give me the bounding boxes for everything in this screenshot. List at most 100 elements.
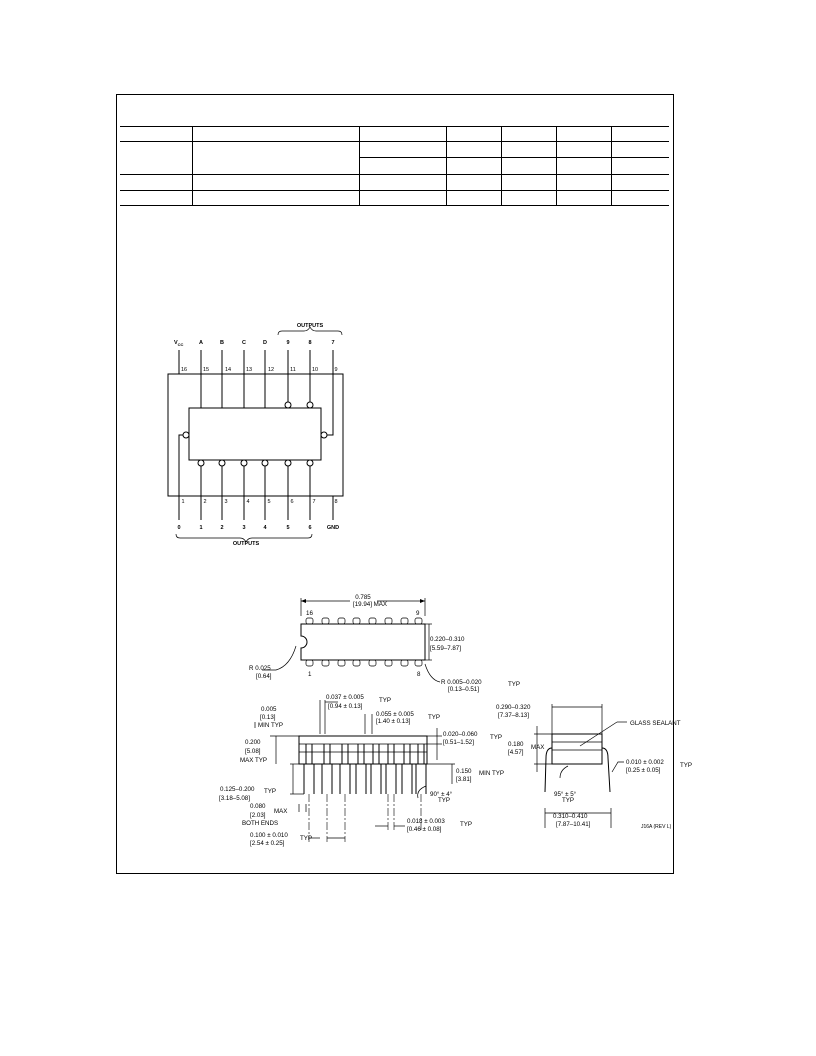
signal-label: A	[199, 340, 203, 346]
signal-label: 2	[220, 525, 223, 531]
dim-lead-width: 0.037 ± 0.005	[326, 694, 364, 701]
inversion-bubble	[240, 459, 248, 467]
spec-table	[120, 125, 669, 207]
dim-angle: 90° ± 4°	[430, 791, 453, 798]
glass-sealant-label: GLASS SEALANT	[630, 720, 681, 727]
inversion-bubble	[197, 459, 205, 467]
decoder-block	[188, 407, 322, 461]
dim-corner-r: R 0.005–0.020	[441, 679, 482, 686]
dim-end-length-note: BOTH ENDS	[242, 820, 278, 827]
table-row	[120, 141, 669, 176]
dim-lead-length: 0.125–0.200	[220, 786, 255, 793]
package-body	[300, 623, 426, 661]
pin-number: 5	[267, 499, 270, 505]
inversion-bubble	[261, 459, 269, 467]
inversion-bubble	[284, 401, 292, 409]
dim-shoulder: 0.055 ± 0.005	[376, 711, 414, 718]
pin-number: 7	[312, 499, 315, 505]
table-cell	[610, 189, 669, 207]
dim-seal: 0.020–0.060	[443, 731, 478, 738]
signal-label: 0	[177, 525, 180, 531]
inversion-bubble	[218, 459, 226, 467]
gnd-label: GND	[327, 525, 339, 531]
pin-number: 14	[225, 367, 231, 373]
pin-9-label: 9	[416, 610, 420, 617]
inversion-bubble	[306, 459, 314, 467]
outputs-label-bottom: OUTPUTS	[233, 541, 260, 547]
dim-end-angle-typ: TYP	[562, 797, 574, 804]
dim-length: 0.785	[355, 594, 371, 601]
drawing-id: J16A (REV L)	[641, 824, 672, 830]
outputs-brace-bottom	[175, 533, 313, 543]
datasheet-frame	[116, 94, 674, 874]
dim-seating-note: MIN TYP	[479, 770, 504, 777]
table-row	[120, 174, 669, 191]
dim-span: 0.310–0.410	[553, 813, 588, 820]
dim-corner-r-typ: TYP	[508, 681, 520, 688]
table-cell	[445, 189, 501, 207]
dim-shoulder-mm: [1.40 ± 0.13]	[376, 718, 411, 725]
table-cell	[191, 141, 359, 176]
dim-end-length-mm: [2.03]	[250, 812, 266, 819]
dim-seating: 0.150	[456, 768, 472, 775]
dim-shoulder-typ: TYP	[428, 714, 440, 721]
pin-number: 9	[334, 367, 337, 373]
signal-label: 7	[331, 340, 334, 346]
dim-end-height: 0.180	[508, 741, 524, 748]
dim-corner-r-mm: [0.13–0.51]	[448, 686, 479, 693]
dim-body-height-mm: [5.08]	[245, 748, 261, 755]
end-body	[551, 733, 603, 765]
dim-lead-width-typ: TYP	[379, 697, 391, 704]
pin-number: 10	[312, 367, 318, 373]
dim-notch-r-mm: [0.64]	[256, 673, 272, 680]
table-cell	[500, 125, 556, 143]
signal-label: 3	[242, 525, 245, 531]
dim-lead-thk-mm: [0.25 ± 0.05]	[626, 767, 661, 774]
table-cell	[500, 189, 556, 207]
table-cell	[120, 189, 192, 207]
dim-body-height: 0.200	[245, 739, 261, 746]
pin-1-label: 1	[308, 671, 312, 678]
vcc-label: VCC	[174, 340, 184, 347]
pin-number: 15	[203, 367, 209, 373]
dim-end-height-max: MAX	[531, 744, 544, 751]
table-cell	[555, 189, 611, 207]
table-cell	[358, 141, 446, 176]
pin-number: 1	[181, 499, 184, 505]
inversion-bubble	[284, 459, 292, 467]
signal-label: 4	[263, 525, 267, 531]
dim-end-gap-note: MIN TYP	[258, 722, 283, 729]
table-cell	[358, 189, 446, 207]
side-body	[298, 735, 428, 765]
dim-end-length: 0.080	[250, 803, 266, 810]
dim-lead-length-typ: TYP	[264, 788, 276, 795]
pin-number: 8	[334, 499, 337, 505]
dim-seal-mm: [0.51–1.52]	[443, 739, 474, 746]
signal-label: 8	[308, 340, 311, 346]
dip-package-outline	[167, 373, 344, 497]
table-cell	[445, 125, 501, 143]
dim-seating-mm: [3.81]	[456, 776, 472, 783]
table-cell	[120, 125, 192, 143]
table-row	[120, 125, 669, 143]
pin-number: 4	[246, 499, 249, 505]
table-cell	[555, 125, 611, 143]
pin-number: 2	[203, 499, 206, 505]
pin-number: 6	[290, 499, 293, 505]
dim-pitch: 0.100 ± 0.010	[250, 832, 288, 839]
dim-length-mm: [19.94] MAX	[353, 601, 387, 608]
pin-number: 3	[224, 499, 227, 505]
table-cell	[191, 125, 359, 143]
dim-lead-dia-typ: TYP	[460, 821, 472, 828]
dim-width-mm: [5.59–7.87]	[430, 645, 461, 652]
bottom-leads	[178, 466, 334, 520]
pin-number: 16	[181, 367, 187, 373]
dim-pitch-mm: [2.54 ± 0.25]	[250, 840, 285, 847]
outputs-brace-top	[277, 326, 343, 336]
dim-end-width-mm: [7.37–8.13]	[498, 712, 529, 719]
signal-label: B	[220, 340, 224, 346]
output-7-route	[327, 374, 334, 436]
table-row	[120, 189, 669, 207]
dim-end-angle: 95° ± 5°	[554, 791, 577, 798]
